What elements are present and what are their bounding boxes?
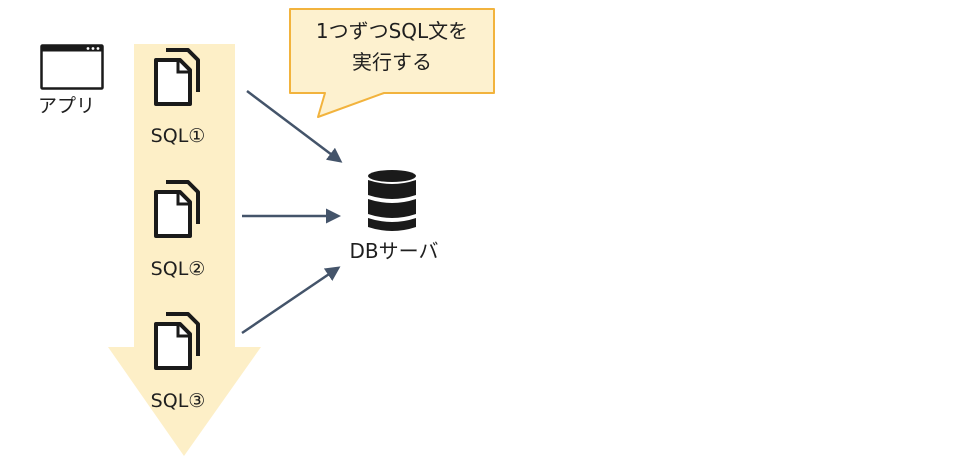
document-icon <box>154 312 200 370</box>
callout-line-1: 1つずつSQL文を <box>315 19 469 43</box>
connector-arrow-sql1 <box>246 90 343 163</box>
callout-text: 1つずつSQL文を 実行する <box>290 16 494 78</box>
database-icon <box>368 170 416 231</box>
sql-label-2: SQL② <box>150 258 206 280</box>
document-icon <box>154 180 200 238</box>
callout-line-2: 実行する <box>352 50 432 74</box>
process-flow-arrow <box>108 44 261 456</box>
sql-label-1: SQL① <box>150 125 206 147</box>
callout-bubble <box>289 8 495 118</box>
db-server-label: DBサーバ <box>349 239 439 263</box>
app-label: アプリ <box>38 95 96 117</box>
window-icon <box>40 44 104 90</box>
connector-arrow-sql3 <box>241 266 341 335</box>
document-icon <box>154 48 200 106</box>
sql-label-3: SQL③ <box>150 390 206 412</box>
